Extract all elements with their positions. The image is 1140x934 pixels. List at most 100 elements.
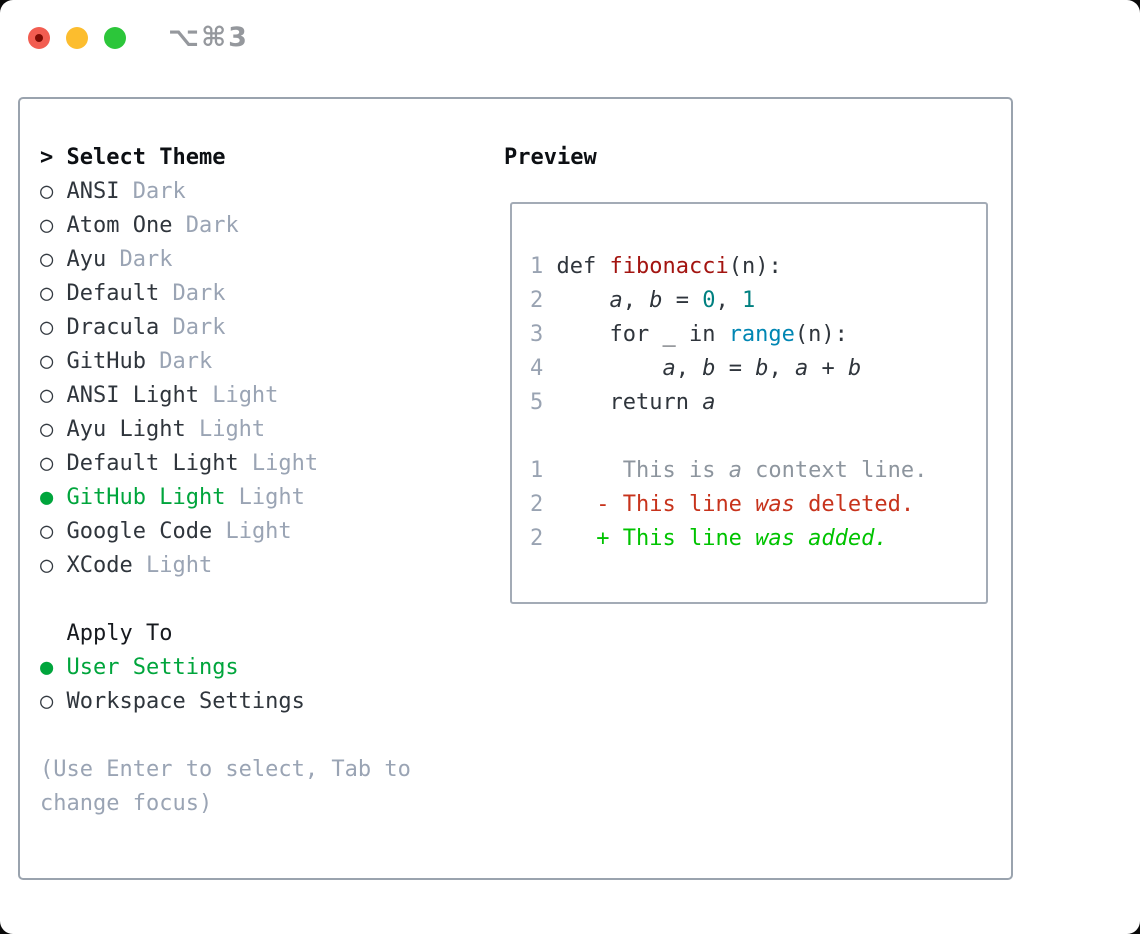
theme-option-ayu-light[interactable]: ○ Ayu Light Light bbox=[40, 413, 464, 447]
code-line: 2 a, b = 0, 1 bbox=[530, 284, 986, 318]
theme-variant: Dark bbox=[119, 179, 186, 204]
apply-to-header-label: Apply To bbox=[66, 621, 173, 646]
theme-name: XCode bbox=[53, 553, 133, 578]
code-token: a bbox=[728, 458, 742, 483]
code-token: , bbox=[715, 288, 742, 313]
theme-option-ayu[interactable]: ○ Ayu Dark bbox=[40, 243, 464, 277]
line-number bbox=[530, 424, 543, 449]
code-token: deleted. bbox=[794, 492, 915, 517]
line-number: 2 bbox=[530, 288, 557, 313]
theme-option-ansi[interactable]: ○ ANSI Dark bbox=[40, 175, 464, 209]
code-token: was added. bbox=[755, 526, 888, 551]
radio-unselected-icon: ○ bbox=[40, 179, 54, 204]
preview-header: Preview bbox=[504, 145, 597, 170]
code-token: = bbox=[662, 288, 703, 313]
code-token bbox=[557, 288, 610, 313]
titlebar: ⌥⌘3 bbox=[28, 22, 249, 53]
code-token: + This line bbox=[556, 526, 756, 551]
theme-option-google-code[interactable]: ○ Google Code Light bbox=[40, 515, 464, 549]
code-token: was bbox=[755, 492, 795, 517]
theme-variant: Light bbox=[185, 417, 266, 442]
radio-unselected-icon: ○ bbox=[40, 519, 54, 544]
code-line: 2 - This line was deleted. bbox=[530, 488, 986, 522]
code-token: b bbox=[649, 288, 663, 313]
theme-variant: Light bbox=[212, 519, 292, 544]
code-token: a bbox=[794, 356, 809, 381]
theme-variant: Dark bbox=[172, 213, 239, 238]
spacer bbox=[40, 719, 464, 753]
line-number: 2 bbox=[530, 526, 557, 551]
code-token: b bbox=[755, 356, 769, 381]
code-token bbox=[557, 356, 663, 381]
theme-picker-header: > Select Theme bbox=[40, 141, 464, 175]
theme-variant: Dark bbox=[159, 281, 226, 306]
code-token: a bbox=[662, 356, 676, 381]
code-token: This is bbox=[556, 458, 729, 483]
apply-option-label: User Settings bbox=[53, 655, 239, 680]
code-line: 2 + This line was added. bbox=[530, 522, 986, 556]
radio-unselected-icon: ○ bbox=[40, 689, 54, 714]
code-line: 3 for _ in range(n): bbox=[530, 318, 986, 352]
radio-unselected-icon: ○ bbox=[40, 213, 54, 238]
code-token: a bbox=[609, 288, 623, 313]
theme-option-github-light[interactable]: ● GitHub Light Light bbox=[40, 481, 464, 515]
code-token: , bbox=[622, 288, 650, 313]
apply-option-workspace-settings[interactable]: ○ Workspace Settings bbox=[40, 685, 464, 719]
theme-variant: Dark bbox=[145, 349, 213, 374]
code-token: for _ in bbox=[556, 322, 729, 347]
theme-variant: Light bbox=[198, 383, 279, 408]
code-token: , bbox=[675, 356, 703, 381]
theme-option-dracula[interactable]: ○ Dracula Dark bbox=[40, 311, 464, 345]
theme-picker-header-label: Select Theme bbox=[66, 145, 226, 170]
radio-unselected-icon: ○ bbox=[40, 247, 54, 272]
radio-unselected-icon: ○ bbox=[40, 451, 54, 476]
theme-picker: > Select Theme ○ ANSI Dark○ Atom One Dar… bbox=[40, 141, 464, 821]
theme-name: ANSI Light bbox=[53, 383, 199, 408]
code-token: , bbox=[768, 356, 795, 381]
zoom-button-icon[interactable] bbox=[104, 27, 126, 49]
theme-list: ○ ANSI Dark○ Atom One Dark○ Ayu Dark○ De… bbox=[40, 175, 464, 583]
minimize-button-icon[interactable] bbox=[66, 27, 88, 49]
theme-option-default[interactable]: ○ Default Dark bbox=[40, 277, 464, 311]
theme-variant: Dark bbox=[106, 247, 173, 272]
keyboard-hint: (Use Enter to select, Tab to change focu… bbox=[40, 757, 411, 816]
line-number: 5 bbox=[530, 390, 557, 415]
code-token: context line. bbox=[741, 458, 928, 483]
radio-unselected-icon: ○ bbox=[40, 315, 54, 340]
line-number: 3 bbox=[530, 322, 557, 347]
theme-name: Dracula bbox=[53, 315, 160, 340]
radio-unselected-icon: ○ bbox=[40, 417, 54, 442]
theme-option-xcode[interactable]: ○ XCode Light bbox=[40, 549, 464, 583]
theme-name: GitHub Light bbox=[53, 485, 226, 510]
spacer bbox=[40, 583, 464, 617]
code-token: b bbox=[847, 356, 862, 381]
close-button-icon[interactable] bbox=[28, 27, 50, 49]
theme-option-github[interactable]: ○ GitHub Dark bbox=[40, 345, 464, 379]
code-token: = bbox=[715, 356, 756, 381]
theme-name: Default Light bbox=[53, 451, 239, 476]
code-line: 1 This is a context line. bbox=[530, 454, 986, 488]
code-token: return bbox=[556, 390, 703, 415]
code-token: 0 bbox=[702, 288, 716, 313]
theme-option-atom-one[interactable]: ○ Atom One Dark bbox=[40, 209, 464, 243]
radio-unselected-icon: ○ bbox=[40, 383, 54, 408]
code-token: range bbox=[728, 322, 795, 347]
radio-unselected-icon: ○ bbox=[40, 553, 54, 578]
code-line: 5 return a bbox=[530, 386, 986, 420]
theme-option-default-light[interactable]: ○ Default Light Light bbox=[40, 447, 464, 481]
theme-name: Atom One bbox=[53, 213, 173, 238]
code-token: b bbox=[702, 356, 716, 381]
theme-name: Ayu bbox=[53, 247, 107, 272]
apply-option-user-settings[interactable]: ● User Settings bbox=[40, 651, 464, 685]
radio-unselected-icon: ○ bbox=[40, 349, 54, 374]
code-token: a bbox=[702, 390, 716, 415]
code-token: - This line bbox=[556, 492, 756, 517]
code-line bbox=[530, 420, 986, 454]
main-panel: > Select Theme ○ ANSI Dark○ Atom One Dar… bbox=[18, 97, 1013, 880]
theme-variant: Light bbox=[132, 553, 213, 578]
apply-to-list: ● User Settings○ Workspace Settings bbox=[40, 651, 464, 719]
theme-option-ansi-light[interactable]: ○ ANSI Light Light bbox=[40, 379, 464, 413]
